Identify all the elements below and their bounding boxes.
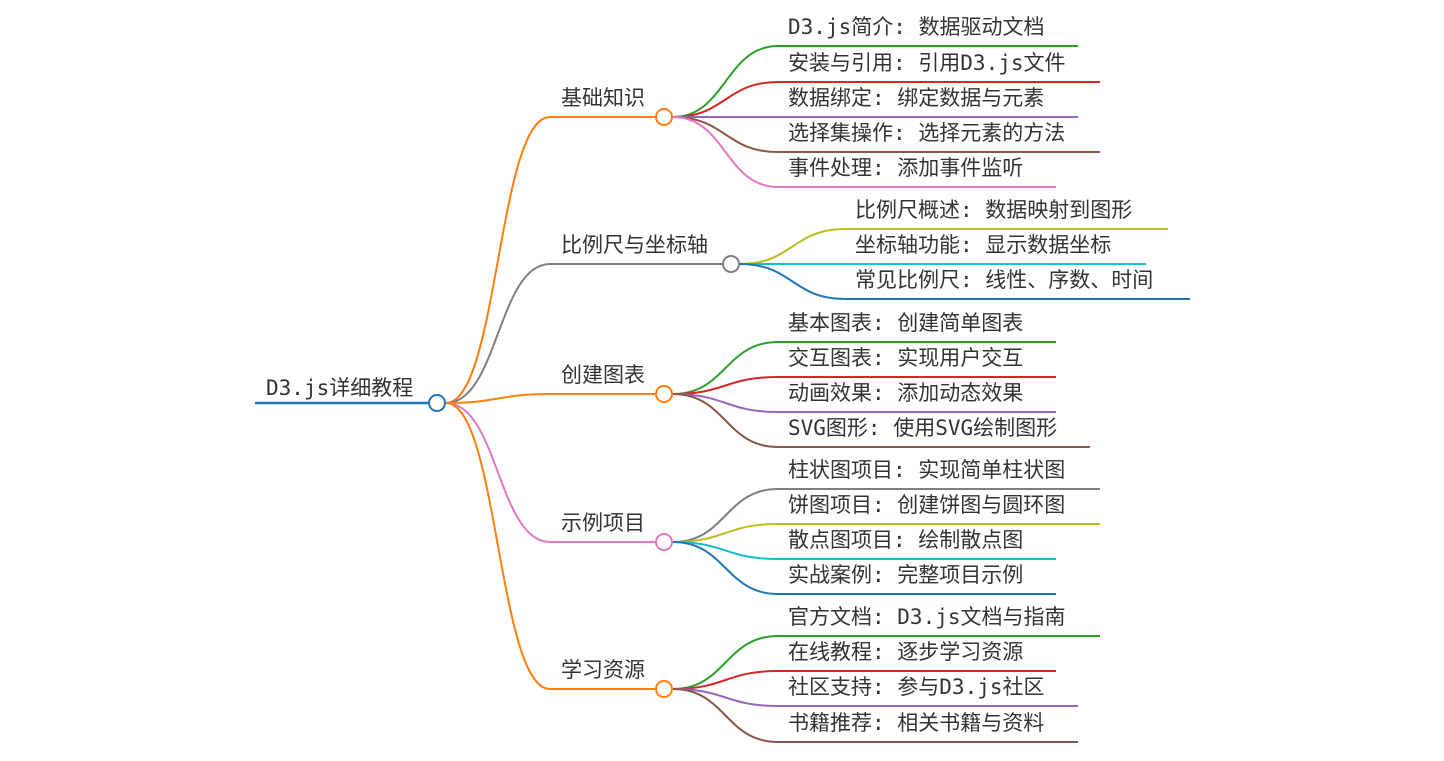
leaf-topic-3-2[interactable]: 散点图项目: 绘制散点图 <box>788 528 1024 552</box>
root-topic[interactable]: D3.js详细教程 <box>266 376 414 400</box>
branch-topic-0[interactable]: 基础知识 <box>561 86 645 110</box>
edge-branch-1-leaf-0 <box>739 228 846 265</box>
edge-branch-2-leaf-3 <box>672 393 779 448</box>
edge-branch-3-leaf-0 <box>672 488 779 543</box>
edge-root-to-branch-1 <box>445 263 551 404</box>
branch-topic-2[interactable]: 创建图表 <box>561 363 645 387</box>
edge-root-to-branch-4 <box>445 402 551 690</box>
edge-branch-0-leaf-3 <box>672 116 779 153</box>
edge-branch-0-leaf-0 <box>672 45 779 118</box>
branch-node-1[interactable] <box>722 255 740 273</box>
edge-branch-3-leaf-2 <box>672 541 779 560</box>
leaf-topic-2-3[interactable]: SVG图形: 使用SVG绘制图形 <box>788 416 1058 440</box>
edge-branch-2-leaf-0 <box>672 341 779 395</box>
edge-branch-0-leaf-4 <box>672 116 779 188</box>
edge-branch-3-leaf-3 <box>672 541 779 595</box>
leaf-topic-2-0[interactable]: 基本图表: 创建简单图表 <box>788 311 1024 335</box>
leaf-topic-1-2[interactable]: 常见比例尺: 线性、序数、时间 <box>855 268 1154 292</box>
branch-node-3[interactable] <box>655 533 673 551</box>
leaf-topic-4-2[interactable]: 社区支持: 参与D3.js社区 <box>788 675 1045 699</box>
edge-branch-2-leaf-2 <box>672 393 779 413</box>
edge-branch-4-leaf-0 <box>672 635 779 690</box>
edge-branch-3-leaf-1 <box>672 523 779 543</box>
edge-branch-2-leaf-1 <box>672 376 779 395</box>
edge-root-to-branch-3 <box>445 402 551 543</box>
leaf-topic-4-3[interactable]: 书籍推荐: 相关书籍与资料 <box>788 711 1045 735</box>
leaf-topic-3-1[interactable]: 饼图项目: 创建饼图与圆环图 <box>788 493 1066 517</box>
leaf-topic-2-2[interactable]: 动画效果: 添加动态效果 <box>788 381 1024 405</box>
leaf-topic-3-3[interactable]: 实战案例: 完整项目示例 <box>788 563 1024 587</box>
leaf-topic-2-1[interactable]: 交互图表: 实现用户交互 <box>788 346 1024 370</box>
leaf-topic-0-1[interactable]: 安装与引用: 引用D3.js文件 <box>788 51 1066 75</box>
edge-root-to-branch-2 <box>445 393 551 404</box>
branch-topic-1[interactable]: 比例尺与坐标轴 <box>561 233 708 257</box>
edge-root-to-branch-0 <box>445 116 551 404</box>
leaf-topic-3-0[interactable]: 柱状图项目: 实现简单柱状图 <box>788 458 1066 482</box>
leaf-topic-4-1[interactable]: 在线教程: 逐步学习资源 <box>788 640 1024 664</box>
branch-topic-4[interactable]: 学习资源 <box>561 658 645 682</box>
leaf-topic-1-0[interactable]: 比例尺概述: 数据映射到图形 <box>855 198 1133 222</box>
branch-node-0[interactable] <box>655 108 673 126</box>
leaf-topic-0-3[interactable]: 选择集操作: 选择元素的方法 <box>788 121 1066 145</box>
leaf-topic-0-2[interactable]: 数据绑定: 绑定数据与元素 <box>788 86 1045 110</box>
edge-branch-4-leaf-1 <box>672 670 779 690</box>
leaf-topic-1-1[interactable]: 坐标轴功能: 显示数据坐标 <box>855 233 1112 257</box>
edge-branch-4-leaf-2 <box>672 688 779 707</box>
branch-node-4[interactable] <box>655 680 673 698</box>
leaf-topic-4-0[interactable]: 官方文档: D3.js文档与指南 <box>788 605 1066 629</box>
branch-topic-3[interactable]: 示例项目 <box>561 511 645 535</box>
edge-branch-1-leaf-2 <box>739 263 846 300</box>
edge-branch-0-leaf-1 <box>672 81 779 118</box>
edge-branch-4-leaf-3 <box>672 688 779 743</box>
leaf-topic-0-0[interactable]: D3.js简介: 数据驱动文档 <box>788 15 1045 39</box>
leaf-topic-0-4[interactable]: 事件处理: 添加事件监听 <box>788 156 1024 180</box>
branch-node-2[interactable] <box>655 385 673 403</box>
root-node[interactable] <box>428 394 446 412</box>
